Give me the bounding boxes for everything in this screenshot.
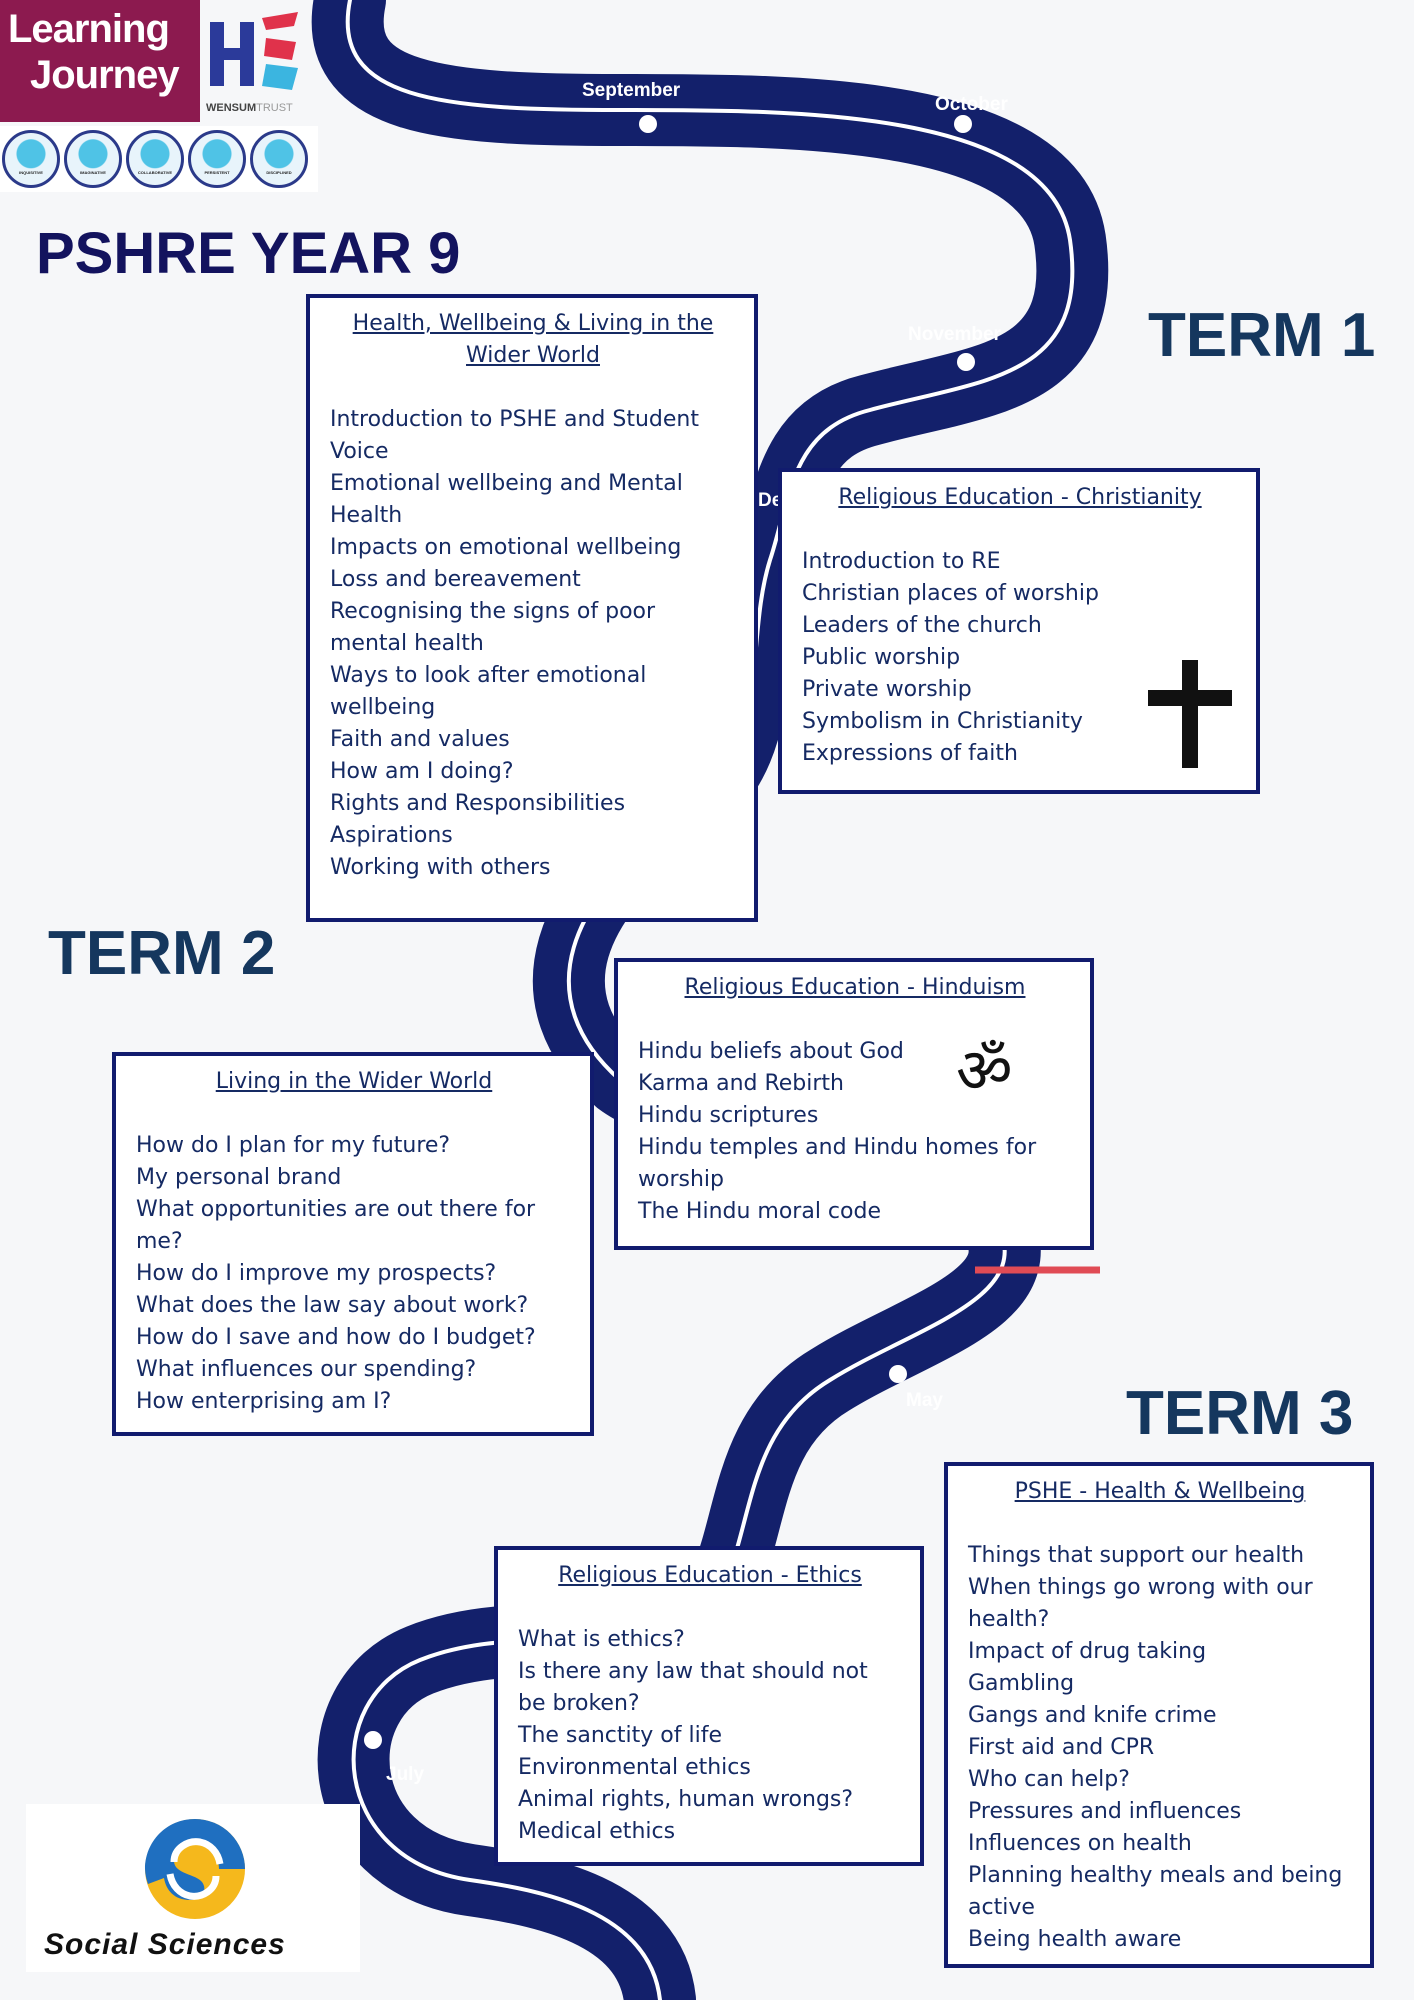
list-item: Expressions of faith bbox=[802, 741, 1018, 766]
department-name: Social Sciences bbox=[44, 1928, 286, 1961]
topic-list: Introduction to RE Christian places of w… bbox=[802, 546, 1238, 770]
list-item: My personal brand bbox=[136, 1165, 342, 1190]
module-title: Religious Education - Hinduism bbox=[684, 975, 1026, 1000]
inquisitive-icon: INQUISITIVE bbox=[2, 130, 60, 188]
list-item: Gangs and knife crime bbox=[968, 1703, 1217, 1728]
list-item: The sanctity of life bbox=[518, 1723, 722, 1748]
list-item: What opportunities are out there for me? bbox=[136, 1197, 536, 1254]
list-item: Things that support our health bbox=[968, 1543, 1305, 1568]
list-item: Aspirations bbox=[330, 823, 453, 848]
list-item: Being health aware bbox=[968, 1927, 1182, 1952]
list-item: How enterprising am I? bbox=[136, 1389, 392, 1414]
list-item: Gambling bbox=[968, 1671, 1075, 1696]
topic-list: What is ethics? Is there any law that sh… bbox=[518, 1624, 902, 1848]
list-item: Pressures and influences bbox=[968, 1799, 1242, 1824]
trust-name: WENSUMTRUST bbox=[206, 102, 293, 114]
list-item: Influences on health bbox=[968, 1831, 1192, 1856]
list-item: Christian places of worship bbox=[802, 581, 1099, 606]
list-item: Who can help? bbox=[968, 1767, 1130, 1792]
logo-line-2: Journey bbox=[30, 53, 180, 97]
list-item: Emotional wellbeing and Mental Health bbox=[330, 471, 683, 528]
topic-list: How do I plan for my future? My personal… bbox=[136, 1130, 572, 1418]
learning-journey-logo: Learning Journey bbox=[0, 0, 200, 122]
list-item: The Hindu moral code bbox=[638, 1199, 881, 1224]
list-item: Hindu beliefs about God bbox=[638, 1039, 904, 1064]
topic-list: Introduction to PSHE and Student Voice E… bbox=[330, 404, 736, 884]
list-item: Medical ethics bbox=[518, 1819, 676, 1844]
list-item: Introduction to PSHE and Student Voice bbox=[330, 407, 699, 464]
list-item: Private worship bbox=[802, 677, 972, 702]
month-december: De bbox=[758, 490, 782, 511]
list-item: Public worship bbox=[802, 645, 961, 670]
list-item: Recognising the signs of poor mental hea… bbox=[330, 599, 656, 656]
social-sciences-s-icon bbox=[145, 1819, 245, 1919]
list-item: Faith and values bbox=[330, 727, 510, 752]
term-3-heading: TERM 3 bbox=[1126, 1379, 1354, 1448]
page-title: PSHRE YEAR 9 bbox=[36, 221, 461, 286]
list-item: How do I plan for my future? bbox=[136, 1133, 451, 1158]
list-item: Planning healthy meals and being active bbox=[968, 1863, 1343, 1920]
list-item: Ways to look after emotional wellbeing bbox=[330, 663, 647, 720]
list-item: Leaders of the church bbox=[802, 613, 1042, 638]
month-september: September bbox=[582, 80, 681, 101]
month-may: May bbox=[906, 1390, 943, 1411]
october-milestone bbox=[954, 115, 972, 133]
list-item: How do I save and how do I budget? bbox=[136, 1325, 536, 1350]
list-item: Impacts on emotional wellbeing bbox=[330, 535, 682, 560]
list-item: Impact of drug taking bbox=[968, 1639, 1207, 1664]
list-item: Symbolism in Christianity bbox=[802, 709, 1083, 734]
list-item: Introduction to RE bbox=[802, 549, 1001, 574]
module-re-hinduism: Religious Education - Hinduism Hindu bel… bbox=[614, 958, 1094, 1250]
topic-list: Hindu beliefs about God Karma and Rebirt… bbox=[638, 1036, 1072, 1228]
term-1-heading: TERM 1 bbox=[1148, 301, 1376, 370]
disciplined-icon: DISCIPLINED bbox=[250, 130, 308, 188]
list-item: What influences our spending? bbox=[136, 1357, 477, 1382]
module-title: Living in the Wider World bbox=[215, 1069, 493, 1094]
list-item: Is there any law that should not be brok… bbox=[518, 1659, 868, 1716]
month-november: November bbox=[908, 324, 1002, 345]
module-wider-world: Living in the Wider World How do I plan … bbox=[112, 1052, 594, 1436]
persistent-icon: PERSISTENT bbox=[188, 130, 246, 188]
month-july: July bbox=[386, 1764, 424, 1785]
logo-line-1: Learning bbox=[8, 7, 170, 51]
list-item: Karma and Rebirth bbox=[638, 1071, 844, 1096]
list-item: Rights and Responsibilities bbox=[330, 791, 626, 816]
list-item: Animal rights, human wrongs? bbox=[518, 1787, 854, 1812]
topic-list: Things that support our health When thin… bbox=[968, 1540, 1352, 1956]
school-trust-logo: WENSUMTRUST bbox=[206, 8, 306, 120]
list-item: How do I improve my prospects? bbox=[136, 1261, 497, 1286]
module-re-ethics: Religious Education - Ethics What is eth… bbox=[494, 1546, 924, 1866]
module-re-christianity: Religious Education - Christianity Intro… bbox=[778, 468, 1260, 794]
list-item: Environmental ethics bbox=[518, 1755, 751, 1780]
month-october: October bbox=[935, 94, 1008, 115]
list-item: Working with others bbox=[330, 855, 551, 880]
list-item: Hindu scriptures bbox=[638, 1103, 819, 1128]
november-milestone bbox=[957, 353, 975, 371]
module-pshe-health: PSHE - Health & Wellbeing Things that su… bbox=[944, 1462, 1374, 1968]
school-values-badges: INQUISITIVE IMAGINATIVE COLLABORATIVE PE… bbox=[0, 126, 318, 192]
list-item: First aid and CPR bbox=[968, 1735, 1155, 1760]
cross-icon bbox=[1148, 660, 1232, 768]
list-item: Loss and bereavement bbox=[330, 567, 581, 592]
july-milestone bbox=[364, 1731, 382, 1749]
social-sciences-logo: Social Sciences bbox=[26, 1804, 360, 1972]
list-item: When things go wrong with our health? bbox=[968, 1575, 1313, 1632]
imaginative-icon: IMAGINATIVE bbox=[64, 130, 122, 188]
may-milestone bbox=[889, 1365, 907, 1383]
collaborative-icon: COLLABORATIVE bbox=[126, 130, 184, 188]
om-icon: ॐ bbox=[956, 1034, 1013, 1107]
module-title: Religious Education - Christianity bbox=[838, 485, 1202, 510]
list-item: How am I doing? bbox=[330, 759, 514, 784]
list-item: What does the law say about work? bbox=[136, 1293, 529, 1318]
list-item: What is ethics? bbox=[518, 1627, 685, 1652]
september-milestone bbox=[639, 115, 657, 133]
module-title: PSHE - Health & Wellbeing bbox=[1014, 1479, 1306, 1504]
module-title: Religious Education - Ethics bbox=[558, 1563, 862, 1588]
term-2-heading: TERM 2 bbox=[48, 919, 276, 988]
list-item: Hindu temples and Hindu homes for worshi… bbox=[638, 1135, 1037, 1192]
school-crest-icon bbox=[210, 12, 298, 90]
